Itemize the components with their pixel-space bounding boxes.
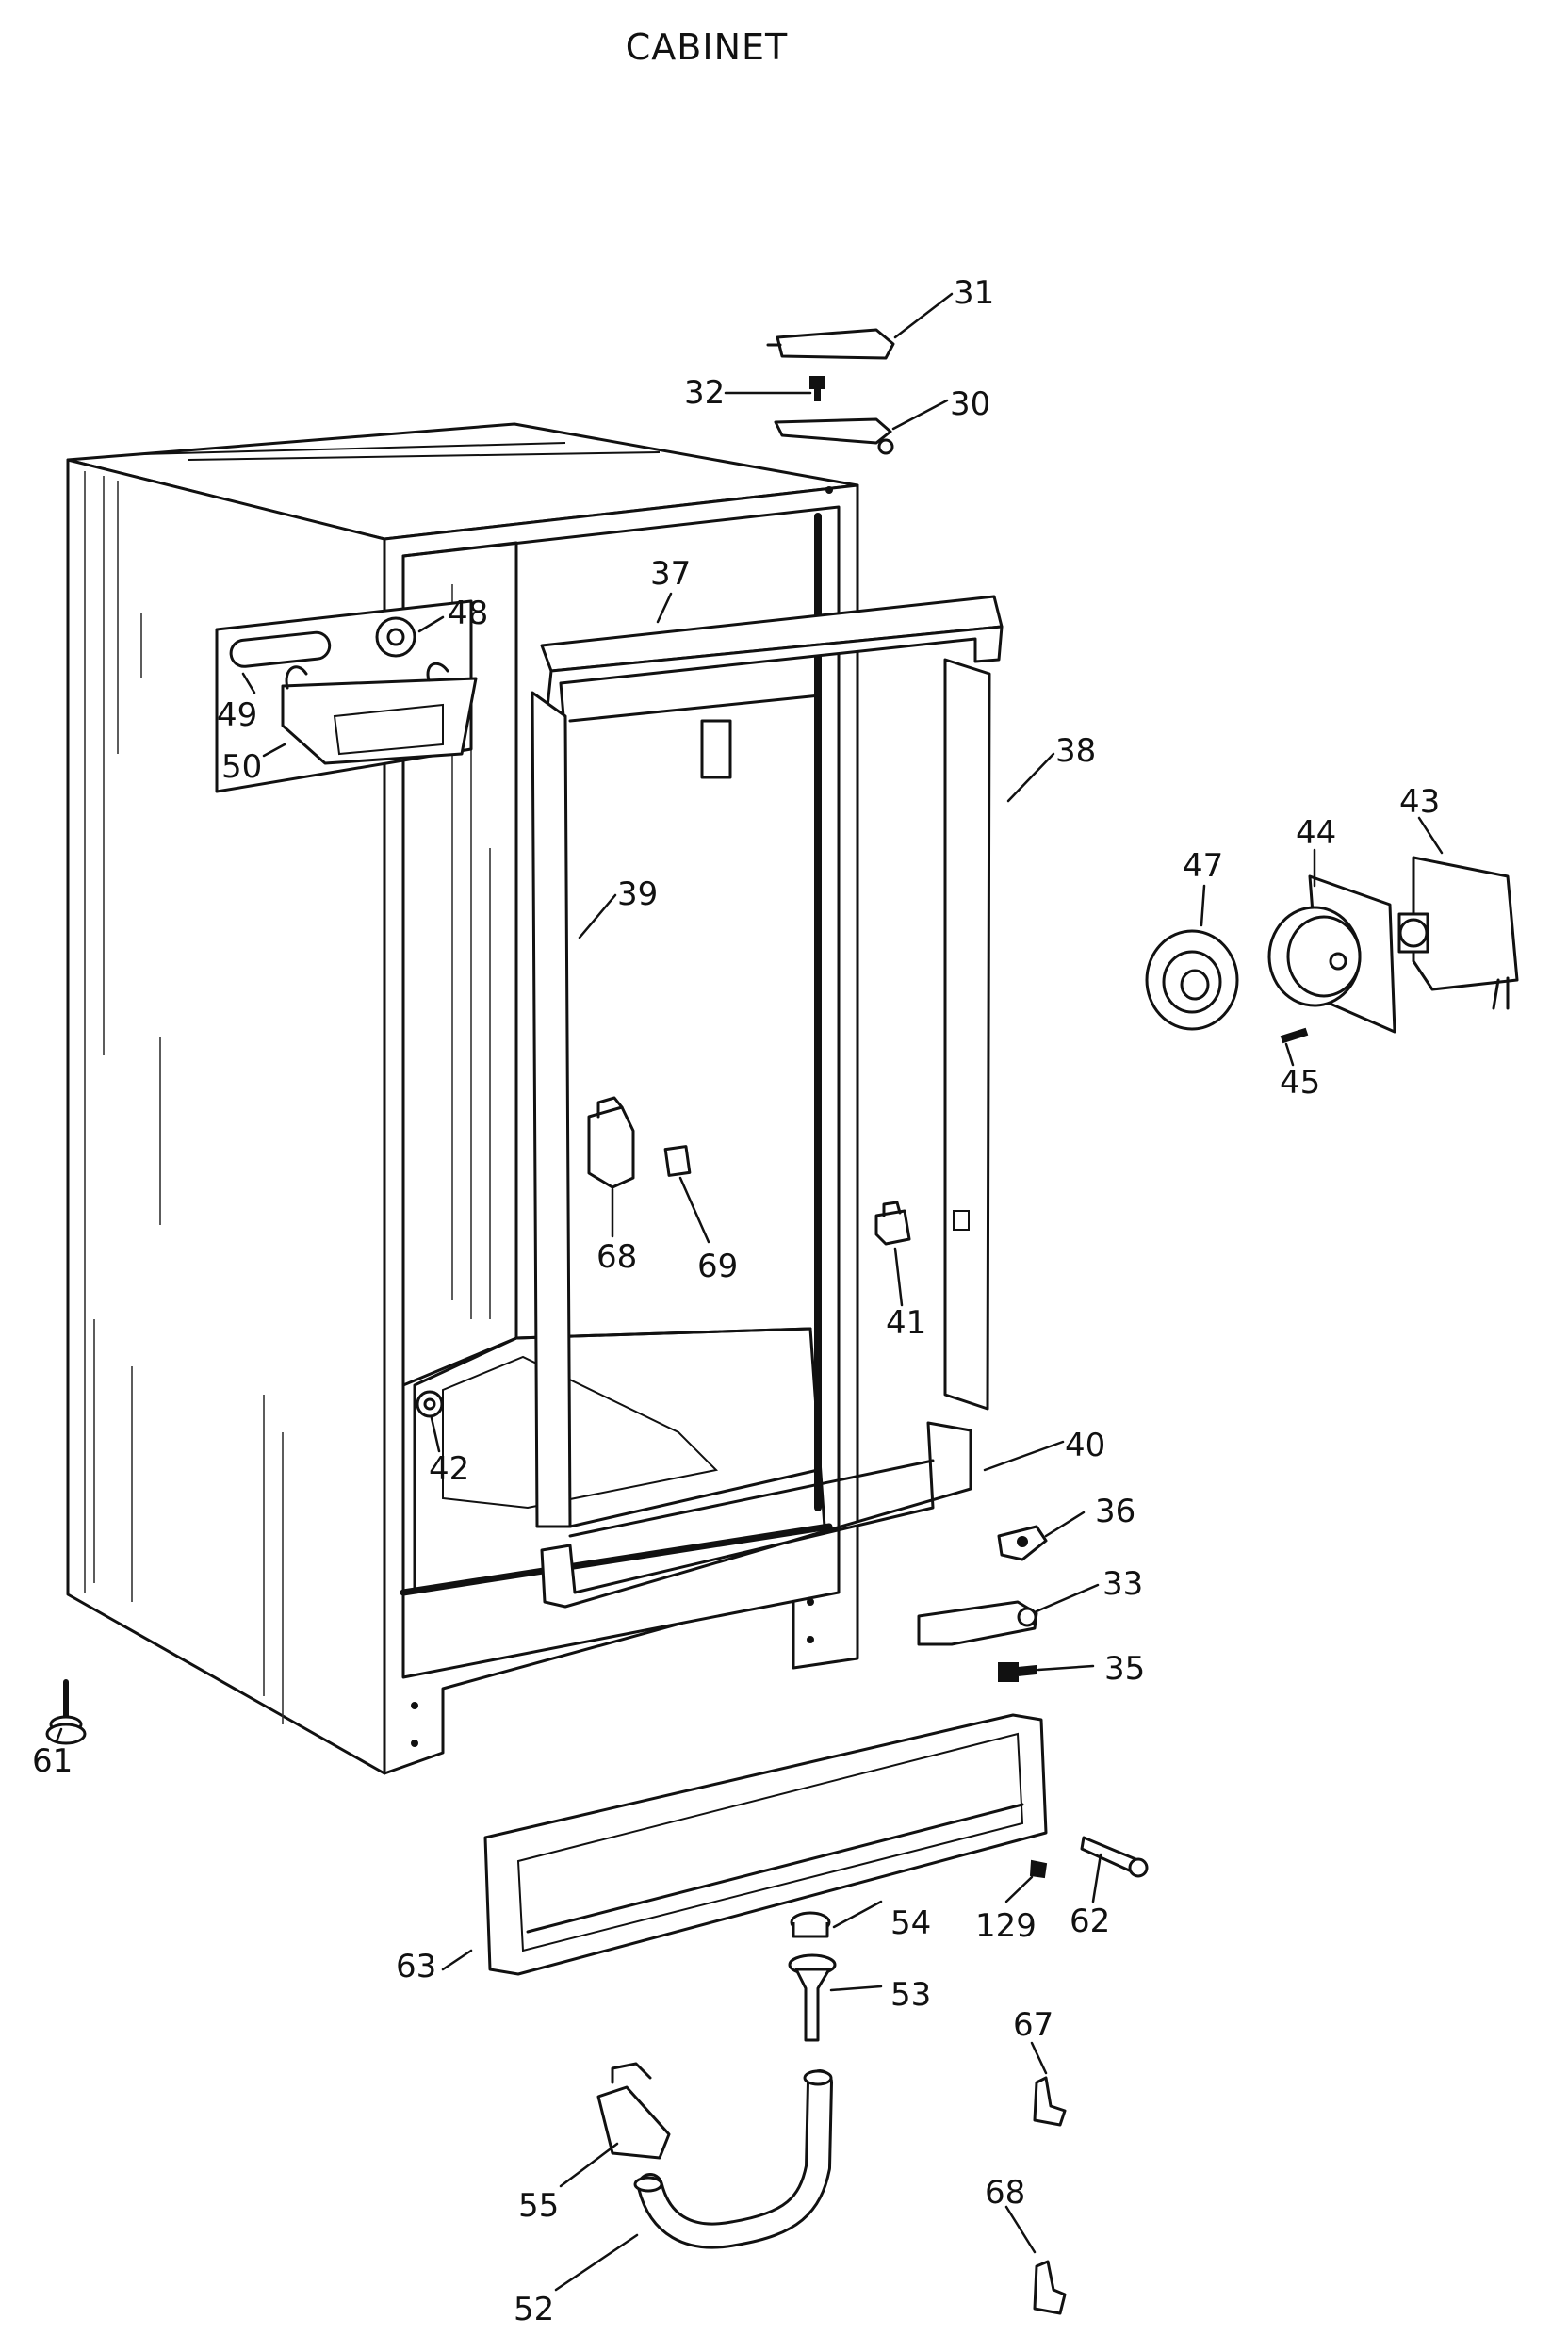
callout-68-upper: 68 — [596, 1238, 637, 1276]
lower-hinge-parts — [917, 1525, 1048, 1682]
door-frame-parts — [416, 595, 1004, 1609]
drain-parts — [596, 1911, 837, 2249]
callout-42: 42 — [429, 1450, 469, 1488]
callout-61: 61 — [32, 1742, 73, 1780]
callout-40: 40 — [1065, 1427, 1105, 1464]
callout-45: 45 — [1280, 1064, 1320, 1102]
leader-lines — [55, 292, 1444, 2292]
callout-43: 43 — [1399, 783, 1440, 821]
callout-52: 52 — [514, 2291, 554, 2328]
callout-39: 39 — [617, 875, 658, 913]
callout-35: 35 — [1104, 1650, 1145, 1688]
callout-67: 67 — [1013, 2006, 1054, 2044]
page-title: CABINET — [625, 26, 789, 68]
callout-63: 63 — [396, 1948, 436, 1985]
callout-50: 50 — [221, 748, 262, 786]
callout-41: 41 — [886, 1304, 926, 1342]
callout-37: 37 — [650, 555, 691, 593]
callout-31: 31 — [954, 274, 994, 312]
callout-129: 129 — [975, 1907, 1037, 1945]
callout-48: 48 — [448, 595, 488, 632]
callout-47: 47 — [1183, 847, 1223, 885]
callout-53: 53 — [890, 1976, 931, 2014]
callout-33: 33 — [1102, 1565, 1143, 1603]
callout-labels: 31 32 30 37 48 49 50 38 39 47 44 43 45 6… — [32, 274, 1440, 2328]
callout-49: 49 — [217, 696, 257, 734]
screws — [1029, 1836, 1149, 1879]
callout-30: 30 — [950, 385, 990, 423]
small-clips — [1033, 2076, 1067, 2315]
callout-38: 38 — [1055, 732, 1096, 770]
callout-68-lower: 68 — [985, 2174, 1025, 2212]
callout-36: 36 — [1095, 1493, 1135, 1530]
callout-62: 62 — [1070, 1903, 1110, 1940]
callout-69: 69 — [697, 1248, 738, 1285]
leveling-foot — [45, 1679, 87, 1745]
callout-54: 54 — [890, 1904, 931, 1942]
control-parts — [1145, 856, 1519, 1044]
base-grille — [483, 1713, 1048, 1976]
callout-55: 55 — [518, 2187, 559, 2225]
top-hinge-parts — [766, 328, 895, 455]
callout-32: 32 — [684, 374, 725, 412]
callout-44: 44 — [1296, 814, 1336, 852]
